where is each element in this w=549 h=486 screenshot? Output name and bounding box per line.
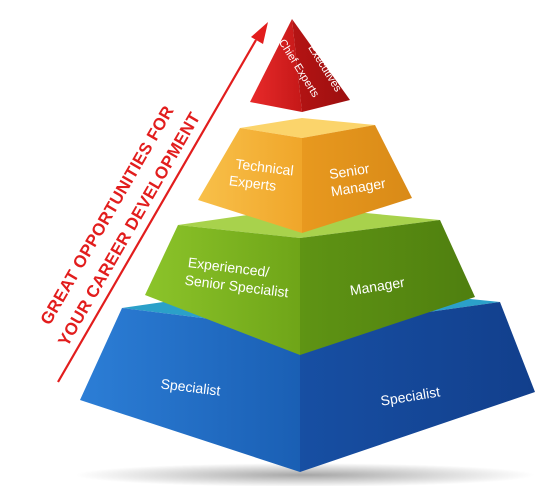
tier-upper-right-label-1: Senior — [328, 160, 371, 182]
tier-base-left-face — [80, 308, 300, 472]
tier-upper-left-face — [198, 128, 302, 233]
tier-middle-left-face — [145, 225, 300, 355]
tier-middle-right-face — [300, 220, 475, 355]
arrow-shaft — [57, 39, 257, 383]
tier-upper-top-face — [240, 118, 375, 138]
tier-upper: Technical Experts Senior Manager — [198, 118, 412, 233]
tier-top: Chief Experts Executives — [250, 19, 350, 112]
tier-base-left-label: Specialist — [160, 375, 222, 398]
tier-upper-right-face — [302, 125, 412, 233]
tier-top-left-face — [250, 19, 302, 112]
pyramid-shadow — [75, 463, 535, 486]
growth-arrow — [57, 22, 268, 383]
arrowhead-icon — [251, 22, 268, 44]
tier-upper-left-label-1: Technical — [235, 156, 295, 179]
tier-upper-left-label-2: Experts — [228, 172, 277, 194]
tier-base-right-face — [300, 302, 535, 472]
tier-top-right-face — [292, 19, 350, 112]
